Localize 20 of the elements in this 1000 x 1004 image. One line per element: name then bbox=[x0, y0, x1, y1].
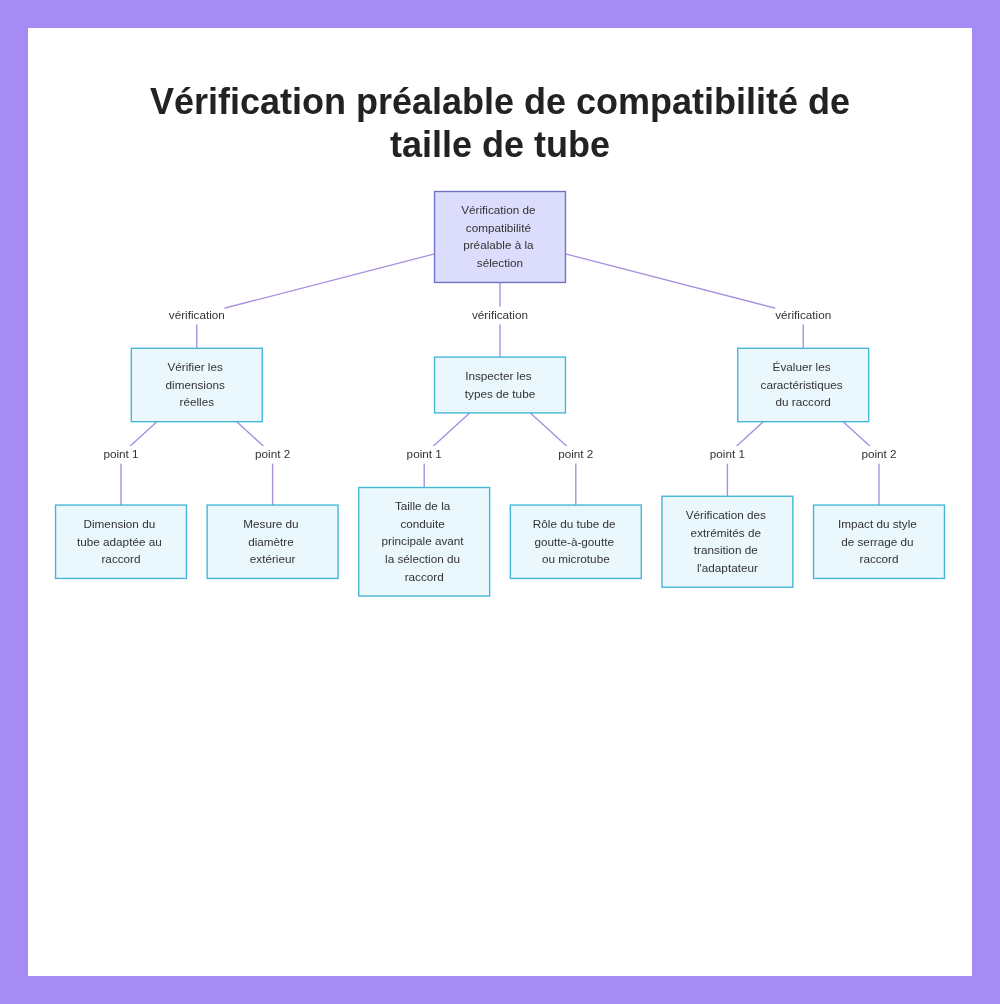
edge-label: point 1 bbox=[709, 448, 745, 462]
edge-label: vérification bbox=[168, 309, 225, 323]
node-box: Vérification des extrémités de transition de l'adaptateur bbox=[661, 495, 794, 589]
node-box: Évaluer les caractéristiques du raccord bbox=[737, 347, 870, 423]
edge-label: point 1 bbox=[103, 448, 139, 462]
edge-label: point 2 bbox=[255, 448, 291, 462]
edge-label: vérification bbox=[775, 309, 832, 323]
node-box: Vérification de compatibilité préalable à la sélection bbox=[433, 191, 567, 284]
node-box: Impact du style de serrage du raccord bbox=[812, 504, 946, 580]
node-box: Inspecter les types de tube bbox=[433, 356, 567, 414]
node-box: Vérifier les dimensions réelles bbox=[130, 347, 263, 423]
node-box: Taille de la conduite principale avant la sélection du raccord bbox=[358, 487, 491, 598]
edge-label: point 1 bbox=[406, 448, 442, 462]
edge-label: point 2 bbox=[861, 448, 897, 462]
node-box: Mesure du diamètre extérieur bbox=[206, 504, 339, 580]
diagram-title: Vérification préalable de compatibilité de taille de tube bbox=[148, 80, 852, 167]
node-box: Dimension du tube adaptée au raccord bbox=[54, 504, 188, 580]
node-box: Rôle du tube de goutte-à-goutte ou microtube bbox=[509, 504, 642, 580]
edge-label: vérification bbox=[472, 309, 528, 323]
edge-label: point 2 bbox=[558, 448, 594, 462]
